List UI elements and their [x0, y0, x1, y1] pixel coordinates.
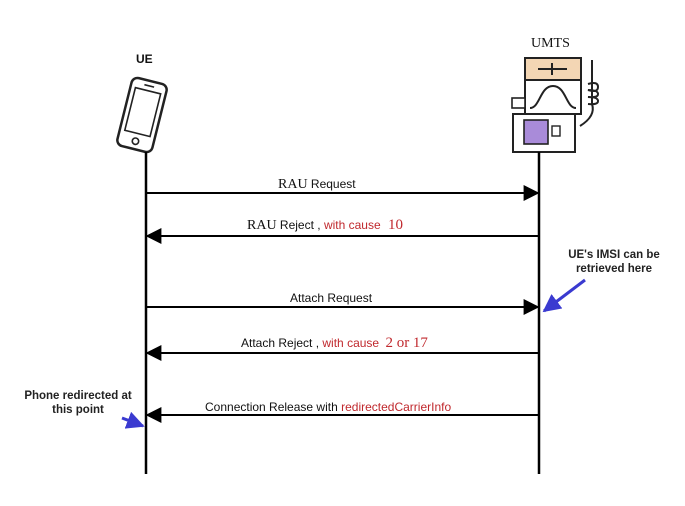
redirect-pointer-arrow — [121, 411, 145, 429]
redirect-annotation: Phone redirected at this point — [24, 390, 132, 416]
message-label-part: RAU — [278, 177, 308, 192]
base-station-icon — [511, 57, 600, 153]
umts-label: UMTS — [531, 36, 570, 51]
message-label-part: 2 or 17 — [385, 335, 428, 351]
message-label-part: Request — [310, 177, 356, 191]
message-label-part: redirectedCarrierInfo — [341, 400, 452, 414]
message-label-part: 10 — [387, 217, 403, 233]
message-label-rau-reject: RAU Reject , with cause 10 — [247, 218, 403, 233]
message-label-attach-request: Attach Request — [290, 291, 373, 305]
message-label-rau-request: RAU Request — [278, 177, 356, 192]
message-label-part: with cause — [322, 336, 380, 350]
message-label-part: Connection Release with — [205, 400, 338, 414]
message-label-part: RAU — [247, 218, 277, 233]
mobile-phone-icon — [116, 76, 168, 154]
message-label-attach-reject: Attach Reject , with cause 2 or 17 — [241, 335, 428, 351]
message-label-part: Attach Reject , — [241, 336, 320, 350]
message-label-part: with cause — [323, 218, 381, 232]
ue-label: UE — [136, 52, 153, 66]
message-label-part: Reject , — [279, 218, 321, 232]
message-label-connection-release: Connection Release with redirectedCarrie… — [205, 400, 451, 414]
imsi-pointer-arrow — [542, 278, 586, 313]
imsi-annotation: UE's IMSI can be retrieved here — [568, 249, 660, 275]
